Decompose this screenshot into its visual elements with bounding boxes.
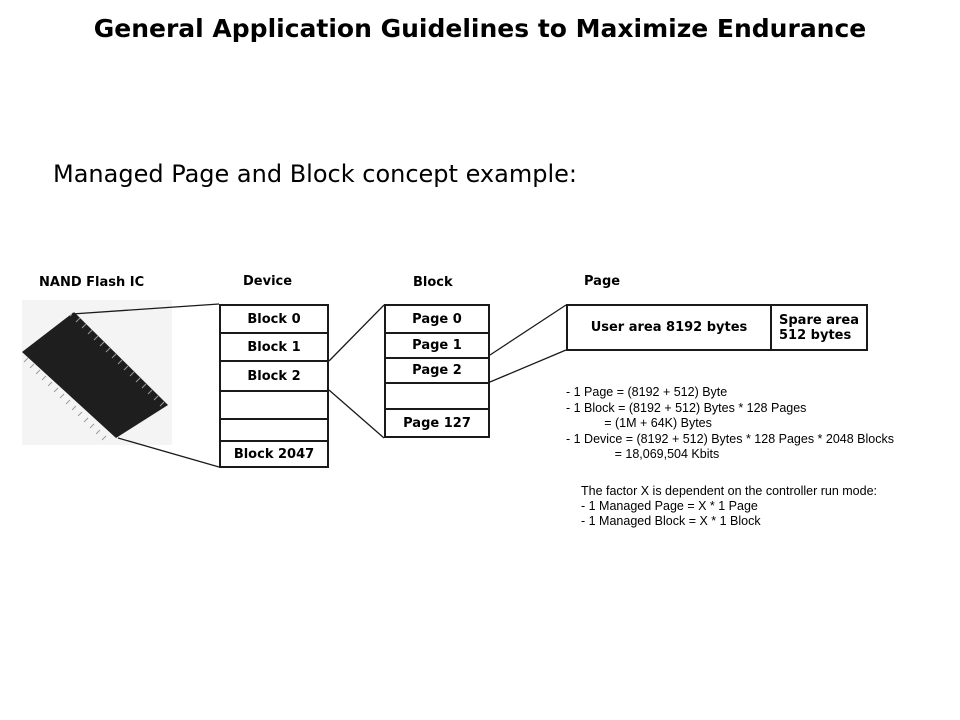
nand-chip-image bbox=[22, 300, 172, 445]
user-area-cell: User area 8192 bytes bbox=[566, 304, 772, 351]
block-page-cell: Page 0 bbox=[384, 304, 490, 334]
slide-subtitle: Managed Page and Block concept example: bbox=[53, 160, 577, 188]
device-block-cell bbox=[219, 390, 329, 420]
device-block-cell: Block 0 bbox=[219, 304, 329, 334]
device-header: Device bbox=[243, 274, 293, 289]
block-page-cell: Page 1 bbox=[384, 332, 490, 359]
formula-line: = (1M + 64K) Bytes bbox=[566, 416, 712, 430]
device-block-cell: Block 1 bbox=[219, 332, 329, 362]
block-page-cell: Page 2 bbox=[384, 357, 490, 384]
factor-note-line: - 1 Managed Block = X * 1 Block bbox=[581, 514, 761, 528]
device-block-cell: Block 2 bbox=[219, 360, 329, 392]
block-page-cell bbox=[384, 382, 490, 410]
device-block-cell bbox=[219, 418, 329, 442]
spare-area-cell: Spare area 512 bytes bbox=[770, 304, 868, 351]
factor-note-line: The factor X is dependent on the control… bbox=[581, 484, 878, 498]
device-block-cell: Block 2047 bbox=[219, 440, 329, 468]
factor-note-line: - 1 Managed Page = X * 1 Page bbox=[581, 499, 758, 513]
formula-line: - 1 Page = (8192 + 512) Byte bbox=[566, 385, 728, 399]
slide-title: General Application Guidelines to Maximi… bbox=[93, 14, 867, 43]
nand-flash-ic-label: NAND Flash IC bbox=[39, 275, 145, 290]
page-header: Page bbox=[584, 274, 621, 289]
block-header: Block bbox=[413, 275, 453, 290]
block-page-cell: Page 127 bbox=[384, 408, 490, 438]
formula-line: - 1 Device = (8192 + 512) Bytes * 128 Pa… bbox=[566, 432, 894, 446]
spare-area-label: Spare area bbox=[779, 312, 859, 328]
formula-line: = 18,069,504 Kbits bbox=[566, 447, 720, 461]
formula-line: - 1 Block = (8192 + 512) Bytes * 128 Pag… bbox=[566, 401, 807, 415]
spare-area-size: 512 bytes bbox=[779, 327, 852, 343]
